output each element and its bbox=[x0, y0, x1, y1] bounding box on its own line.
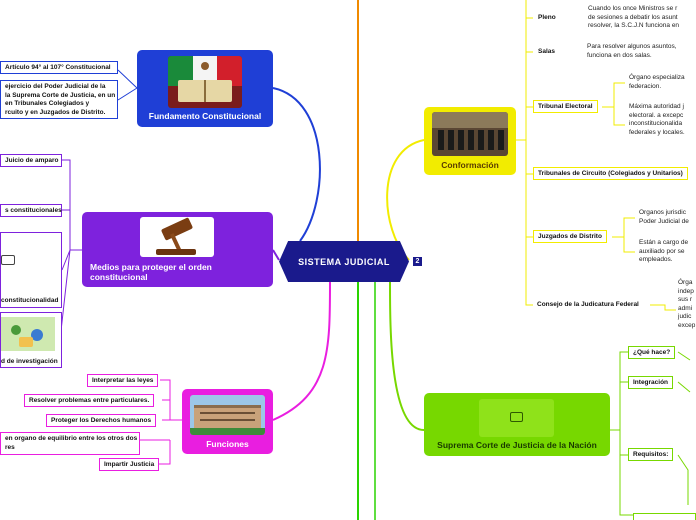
book-flag-image bbox=[168, 56, 242, 108]
que-hace-label[interactable]: ¿Qué hace? bbox=[628, 346, 676, 359]
cartoon-image bbox=[1, 317, 55, 351]
juzgados-label[interactable]: Juzgados de Distrito bbox=[533, 230, 607, 243]
suprema-node[interactable]: Suprema Corte de Justicia de la Nación bbox=[424, 393, 610, 456]
funciones-node[interactable]: Funciones bbox=[182, 389, 273, 454]
central-title: SISTEMA JUDICIAL bbox=[298, 256, 390, 267]
consejo-text: Órga indep sus r admi judic excep bbox=[678, 279, 696, 329]
fundamento-title: Fundamento Constitucional bbox=[148, 111, 262, 121]
funcion-proteger[interactable]: Proteger los Derechos humanos bbox=[46, 414, 157, 427]
integracion-label[interactable]: Integración bbox=[628, 376, 674, 389]
tribunales-circuito-label[interactable]: Tribunales de Circuito (Colegiados y Uni… bbox=[533, 167, 688, 180]
suprema-item-partial[interactable] bbox=[633, 513, 696, 520]
central-topic[interactable]: SISTEMA JUDICIAL bbox=[279, 241, 409, 282]
medios-item-controversias[interactable]: s constitucionales bbox=[0, 204, 62, 217]
medios-item-amparo[interactable]: Juicio de amparo bbox=[0, 154, 62, 167]
camera-icon bbox=[1, 255, 15, 265]
salas-text: Para resolver algunos asuntos, funciona … bbox=[587, 43, 677, 59]
funcion-impartir[interactable]: Impartir Justicia bbox=[99, 458, 160, 471]
medios-item-accion-box[interactable]: constitucionalidad bbox=[0, 232, 62, 308]
funcion-equilibrio[interactable]: en organo de equilibrio entre los otros … bbox=[0, 432, 140, 455]
medios-item-investigacion: d de investigación bbox=[1, 358, 58, 365]
fundamento-item-ejercicio[interactable]: ejercicio del Poder Judicial de la la Su… bbox=[0, 80, 118, 119]
pleno-label[interactable]: Pleno bbox=[538, 14, 556, 21]
camera-icon bbox=[510, 412, 523, 422]
photo-placeholder bbox=[479, 399, 554, 437]
funcion-resolver[interactable]: Resolver problemas entre particulares. bbox=[24, 394, 155, 407]
fundamento-node[interactable]: Fundamento Constitucional bbox=[137, 50, 273, 127]
medios-item-investigacion-box[interactable]: d de investigación bbox=[0, 312, 62, 368]
medios-node[interactable]: Medios para proteger el orden constituci… bbox=[82, 212, 273, 287]
tribunal-electoral-label[interactable]: Tribunal Electoral bbox=[533, 100, 598, 113]
suprema-title: Suprema Corte de Justicia de la Nación bbox=[437, 440, 597, 450]
notes-badge[interactable]: 2 bbox=[413, 257, 422, 266]
medios-item-accion: constitucionalidad bbox=[1, 297, 59, 304]
pleno-text: Cuando los once Ministros se r de sesion… bbox=[588, 5, 680, 29]
salas-label[interactable]: Salas bbox=[538, 48, 555, 55]
ministers-photo bbox=[432, 112, 508, 156]
juzgados-text-2: Están a cargo de auxiliado por se emplea… bbox=[639, 239, 689, 263]
requisitos-label[interactable]: Requisitos: bbox=[628, 448, 674, 461]
conformacion-node[interactable]: Conformación bbox=[424, 107, 516, 175]
juzgados-text-1: Organos jurisdic Poder Judicial de bbox=[639, 209, 689, 225]
conformacion-title: Conformación bbox=[441, 160, 499, 170]
fundamento-item-articulos[interactable]: Artículo 94° al 107° Constitucional bbox=[0, 61, 118, 74]
tribunal-electoral-text-1: Órgano especializa federacion. bbox=[629, 74, 685, 90]
court-building-image bbox=[190, 395, 265, 435]
funciones-title: Funciones bbox=[206, 439, 249, 449]
funcion-interpretar[interactable]: Interpretar las leyes bbox=[87, 374, 159, 387]
gavel-image bbox=[140, 217, 214, 257]
tribunal-electoral-text-2: Máxima autoridad j electoral. a excepc i… bbox=[629, 103, 685, 136]
medios-title: Medios para proteger el orden constituci… bbox=[90, 262, 212, 282]
consejo-label[interactable]: Consejo de la Judicatura Federal bbox=[537, 301, 639, 308]
